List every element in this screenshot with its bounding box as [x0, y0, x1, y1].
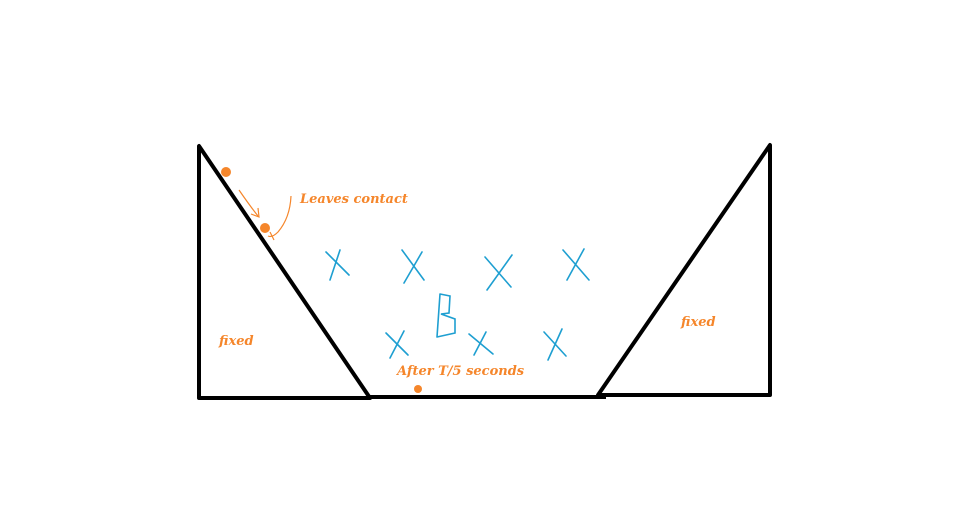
- field-cross-1: [325, 249, 350, 281]
- left-wedge: [197, 144, 372, 400]
- field-cross-5: [385, 330, 409, 359]
- ball-leaves-contact: [260, 223, 270, 233]
- field-cross-6: [468, 331, 494, 356]
- field-cross-2: [401, 249, 425, 284]
- leaves-contact-label: Leaves contact: [299, 192, 408, 207]
- fixed-right-label: fixed: [680, 315, 716, 330]
- fixed-left-label: fixed: [218, 334, 254, 349]
- field-letter-b: [436, 293, 456, 338]
- field-cross-4: [562, 248, 590, 281]
- pointer-curve: [267, 195, 292, 238]
- right-wedge: [596, 143, 772, 397]
- ball-start: [221, 167, 231, 177]
- field-cross-3: [484, 254, 513, 291]
- magnetic-field: [325, 248, 590, 361]
- motion-arrow: [238, 189, 260, 218]
- after-label: After T/5 seconds: [395, 364, 525, 379]
- field-cross-7: [543, 328, 567, 361]
- ball-after: [414, 385, 422, 393]
